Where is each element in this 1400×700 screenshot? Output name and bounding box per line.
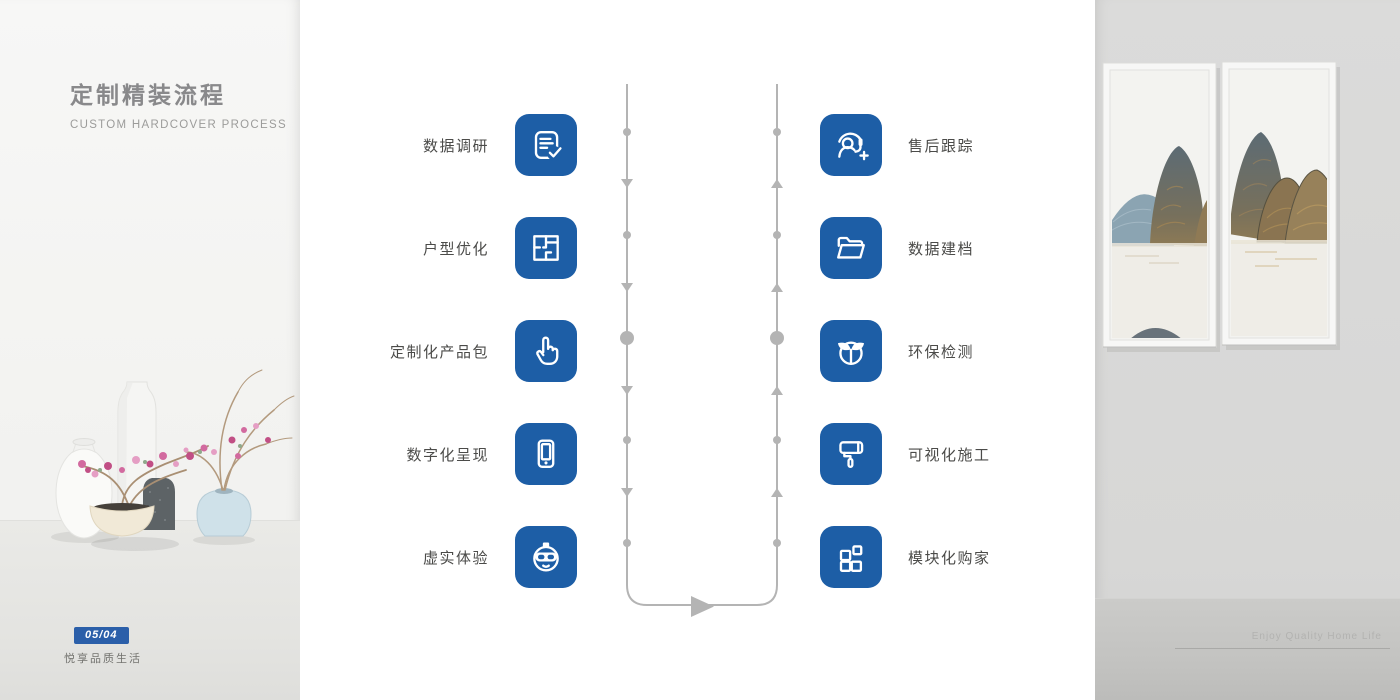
- step-label: 售后跟踪: [908, 138, 975, 155]
- process-step-data-archive: 数据建档: [820, 217, 1120, 279]
- step-label: 数据建档: [908, 241, 975, 258]
- page-number-badge: 05/04: [74, 627, 129, 644]
- right-floor: [1095, 598, 1400, 700]
- brand-tagline: 悦享品质生活: [64, 653, 142, 665]
- vases-flowers-photo: [51, 369, 295, 551]
- framed-mountain-art: [1102, 61, 1340, 352]
- eco-leaves-icon: [820, 320, 882, 382]
- flow-path: [626, 84, 778, 606]
- customer-service-plus-icon: [820, 114, 882, 176]
- step-label: 数据调研: [422, 138, 489, 155]
- flow-nodes: [620, 128, 784, 547]
- process-step-modular-purchase: 模块化购家: [820, 526, 1120, 588]
- step-label: 定制化产品包: [389, 344, 489, 361]
- art-frame-left: [1102, 62, 1217, 348]
- process-step-digital-presentation: 数字化呈现: [312, 423, 577, 485]
- step-label: 可视化施工: [908, 447, 991, 464]
- tagline-underline: [1175, 648, 1390, 649]
- document-check-icon: [515, 114, 577, 176]
- vr-headset-icon: [515, 526, 577, 588]
- step-label: 模块化购家: [908, 550, 991, 567]
- floor-plan-icon: [515, 217, 577, 279]
- page-title: 定制精装流程: [70, 83, 226, 108]
- left-floor: [0, 520, 300, 700]
- process-step-aftersales: 售后跟踪: [820, 114, 1120, 176]
- process-step-visual-construction: 可视化施工: [820, 423, 1120, 485]
- pink-blossoms: [78, 423, 271, 478]
- step-label: 户型优化: [422, 241, 489, 258]
- art-frame-right: [1221, 61, 1337, 346]
- left-photo-panel: 定制精装流程 CUSTOM HARDCOVER PROCESS 05/04 悦享…: [0, 0, 300, 700]
- flow-direction-arrow: [691, 596, 714, 617]
- smartphone-icon: [515, 423, 577, 485]
- folder-icon: [820, 217, 882, 279]
- modules-icon: [820, 526, 882, 588]
- cream-bowl: [89, 505, 155, 537]
- step-label: 环保检测: [908, 344, 975, 361]
- right-tagline: Enjoy Quality Home Life: [1251, 631, 1382, 642]
- process-step-vr-experience: 虚实体验: [312, 526, 577, 588]
- step-label: 数字化呈现: [406, 447, 489, 464]
- process-flow-diagram: [620, 84, 784, 617]
- hand-click-icon: [515, 320, 577, 382]
- process-step-custom-package: 定制化产品包: [312, 320, 577, 382]
- process-step-eco-test: 环保检测: [820, 320, 1120, 382]
- process-step-data-research: 数据调研: [312, 114, 577, 176]
- process-step-floorplan: 户型优化: [312, 217, 577, 279]
- page-subtitle: CUSTOM HARDCOVER PROCESS: [70, 119, 287, 131]
- title-block: 定制精装流程 CUSTOM HARDCOVER PROCESS: [70, 76, 287, 131]
- paint-roller-icon: [820, 423, 882, 485]
- step-label: 虚实体验: [422, 550, 489, 567]
- blue-vase: [196, 489, 252, 537]
- flow-arrows: [621, 179, 783, 617]
- right-wall-panel: Enjoy Quality Home Life: [1095, 0, 1400, 700]
